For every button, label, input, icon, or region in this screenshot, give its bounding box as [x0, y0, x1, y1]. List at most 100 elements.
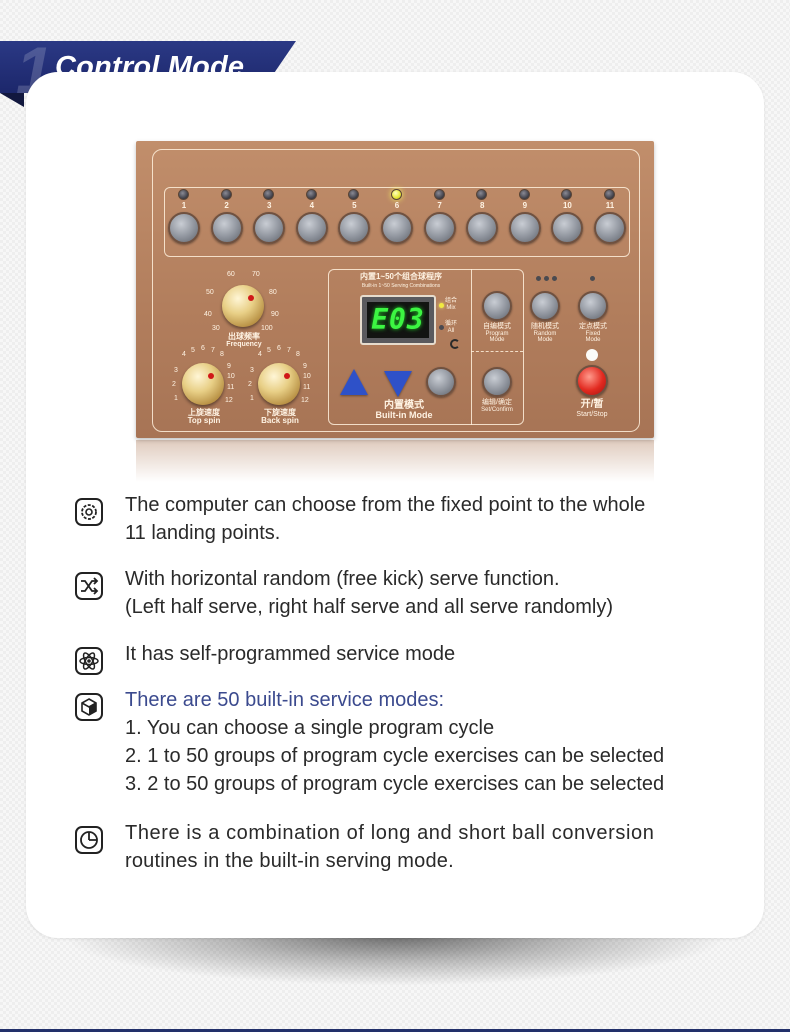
- fixed-mode-cn: 定点模式: [579, 323, 607, 330]
- feature-line: The computer can choose from the fixed p…: [125, 494, 646, 516]
- frequency-knob: [222, 285, 264, 327]
- feature-text: With horizontal random (free kick) serve…: [125, 565, 613, 621]
- random-mode-cn: 随机模式: [531, 323, 559, 330]
- point-led: [518, 189, 530, 200]
- landing-point-row: [164, 187, 630, 257]
- point-button: [508, 212, 541, 244]
- tick-label: 5: [267, 347, 271, 354]
- builtin-title-cn: 内置1~50个组合球程序: [359, 272, 443, 281]
- start-stop-label-en: Start/Stop: [576, 411, 608, 418]
- point-led: [220, 189, 232, 200]
- tick-label: 90: [271, 311, 279, 318]
- tick-label: 8: [220, 351, 224, 358]
- tick-label: 50: [206, 289, 214, 296]
- tick-label: 1: [250, 395, 254, 402]
- back-spin-label: 下旋速度 Back spin: [242, 408, 318, 426]
- tick-label: 8: [296, 351, 300, 358]
- feature-line: routines in the built-in serving mode.: [125, 850, 454, 872]
- tick-label: 7: [211, 347, 215, 354]
- fixed-mode-en2: Mode: [585, 337, 601, 344]
- point-number: 3: [266, 201, 272, 210]
- start-stop-label-cn: 开/暂: [580, 399, 604, 410]
- tick-label: 2: [248, 381, 252, 388]
- builtin-mode-box: [328, 269, 524, 425]
- landing-point-7: 7: [423, 187, 457, 257]
- tick-label: 3: [250, 367, 254, 374]
- tick-label: 100: [261, 325, 273, 332]
- point-button: [594, 212, 626, 244]
- panel-border: [152, 149, 640, 432]
- landing-point-6: 6: [380, 187, 414, 257]
- program-mode-button: [482, 291, 512, 321]
- point-button: [466, 212, 499, 244]
- tick-label: 6: [201, 345, 205, 352]
- point-led: [305, 189, 317, 200]
- point-number: 6: [394, 201, 400, 210]
- tick-label: 4: [182, 351, 186, 358]
- knob-indicator: [208, 373, 214, 379]
- random-mode-label: 随机模式 Random Mode: [520, 323, 570, 344]
- frequency-label-en: Frequency: [226, 341, 262, 349]
- tick-label: 60: [227, 271, 235, 278]
- shuffle-icon: [74, 571, 104, 601]
- builtin-mode-label-en: Built-in Mode: [375, 410, 433, 420]
- feature-line: 3. 2 to 50 groups of program cycle exerc…: [125, 773, 665, 795]
- random-led: [536, 276, 541, 281]
- back-spin-knob: [258, 363, 300, 405]
- point-number: 7: [437, 201, 442, 210]
- point-number: 5: [352, 201, 357, 210]
- point-number: 4: [309, 201, 315, 210]
- cube-icon: [74, 692, 104, 722]
- point-led: [604, 189, 615, 200]
- tick-label: 9: [227, 363, 231, 370]
- mix-label: 组合 Mix: [445, 298, 457, 311]
- feature-text: There is a combination of long and short…: [125, 819, 654, 875]
- point-number: 2: [224, 201, 229, 210]
- tick-label: 1: [174, 395, 178, 402]
- random-mode-en: Random: [533, 330, 557, 337]
- builtin-mode-label-cn: 内置模式: [384, 400, 424, 411]
- start-stop-button: [576, 365, 608, 397]
- frequency-label: 出球频率 Frequency: [208, 332, 280, 349]
- set-confirm-cn: 编辑/确定: [482, 399, 512, 406]
- tick-label: 70: [252, 271, 260, 278]
- tick-label: 40: [204, 311, 212, 318]
- point-led: [433, 189, 445, 200]
- tick-label: 12: [225, 397, 233, 404]
- point-led: [263, 189, 275, 200]
- point-button: [381, 212, 413, 244]
- tick-label: 9: [303, 363, 307, 370]
- tick-label: 3: [174, 367, 178, 374]
- fixed-mode-label: 定点模式 Fixed Mode: [568, 323, 618, 344]
- set-confirm-label: 编辑/确定 Set/Confirm: [472, 399, 522, 413]
- point-led: [476, 189, 488, 200]
- tick-label: 12: [301, 397, 309, 404]
- mix-label-en: Mix: [446, 304, 456, 311]
- point-number: 10: [562, 201, 572, 210]
- random-mode-en2: Mode: [537, 337, 553, 344]
- mode-divider: [471, 351, 523, 352]
- point-led: [348, 189, 360, 200]
- program-mode-en: Program: [485, 330, 509, 337]
- top-spin-knob: [182, 363, 224, 405]
- knob-indicator: [284, 373, 290, 379]
- set-confirm-button: [482, 367, 512, 397]
- cycle-icon: [450, 339, 460, 349]
- feature-text: It has self-programmed service mode: [125, 640, 455, 668]
- point-led: [178, 189, 189, 200]
- tick-label: 30: [212, 325, 220, 332]
- all-label-cn: 循环: [445, 321, 458, 327]
- fixed-mode-button: [578, 291, 608, 321]
- random-mode-button: [530, 291, 560, 321]
- builtin-mode-button: [426, 367, 456, 397]
- point-button: [253, 212, 286, 244]
- point-button: [295, 212, 328, 244]
- arrow-down-button: [384, 371, 412, 397]
- fixed-led: [590, 276, 595, 281]
- builtin-title-en: Built-in 1~50 Serving Combinations: [361, 283, 441, 289]
- bottom-rule: [0, 1029, 790, 1032]
- random-led: [552, 276, 557, 281]
- landing-point-8: 8: [465, 187, 499, 257]
- program-mode-cn: 自编模式: [483, 323, 511, 330]
